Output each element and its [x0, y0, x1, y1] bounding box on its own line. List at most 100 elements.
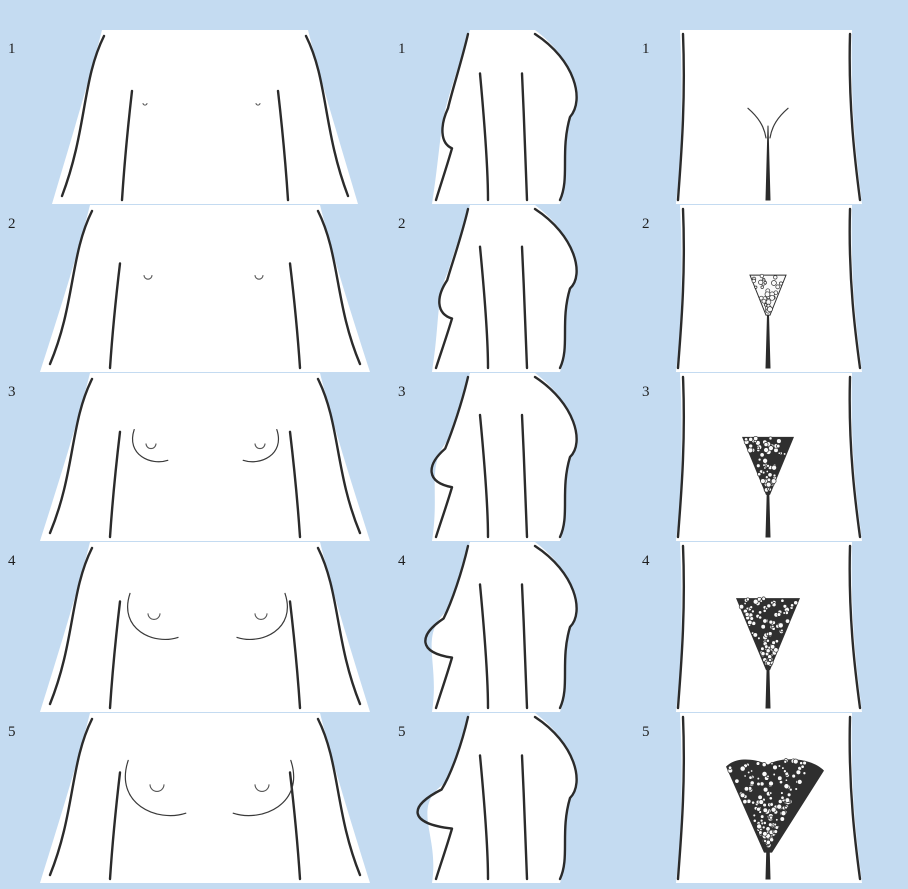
hair-curl — [768, 823, 772, 827]
hair-curl — [763, 832, 768, 837]
hair-curl — [767, 464, 770, 467]
breast-side-stage-label: 4 — [398, 554, 406, 569]
breast-front-stage-label: 5 — [8, 725, 16, 740]
hair-curl — [758, 795, 763, 800]
hair-curl — [767, 307, 772, 312]
hair-curl — [744, 602, 746, 604]
hair-curl — [748, 448, 753, 453]
hair-curl — [776, 285, 780, 289]
hair-curl — [762, 471, 765, 474]
hair-curl — [770, 803, 774, 807]
profile-fill — [432, 30, 577, 204]
hair-curl — [781, 599, 784, 602]
hair-curl — [761, 652, 765, 656]
torso-fill — [40, 205, 370, 372]
front-torso-stage — [52, 30, 358, 204]
hair-curl — [781, 629, 784, 632]
hair-curl — [769, 659, 772, 662]
side-profile-stage — [425, 542, 576, 712]
hair-curl — [777, 804, 782, 809]
hair-curl — [764, 448, 769, 453]
hair-curl — [776, 444, 780, 448]
hair-curl — [757, 824, 762, 829]
hair-curl — [782, 767, 785, 770]
hair-curl — [803, 772, 806, 775]
breast-front-stage-label: 4 — [8, 554, 16, 569]
hair-curl — [778, 765, 781, 768]
torso-fill — [40, 542, 370, 712]
hair-curl — [769, 437, 772, 440]
hair-curl — [763, 787, 768, 792]
pubic-hair-stage-label: 1 — [642, 42, 650, 57]
pubic-region-stage — [676, 542, 862, 712]
hair-curl — [740, 793, 745, 798]
hair-curl — [728, 766, 731, 769]
hair-curl — [766, 649, 770, 653]
hair-curl — [796, 770, 801, 775]
hair-curl — [780, 817, 785, 822]
hair-curl — [801, 765, 804, 768]
hair-curl — [750, 770, 752, 772]
torso-fill — [52, 30, 358, 204]
pubic-region-stage — [676, 205, 862, 372]
hair-curl — [768, 632, 772, 636]
hair-curl — [760, 819, 763, 822]
hair-curl — [758, 473, 761, 476]
hair-curl — [766, 827, 770, 831]
hair-curl — [745, 612, 749, 616]
hair-curl — [754, 436, 758, 440]
hair-curl — [769, 781, 774, 786]
hair-curl — [757, 777, 760, 780]
hair-curl — [778, 452, 780, 454]
hair-curl — [761, 624, 766, 629]
hair-curl — [757, 447, 760, 450]
hair-curl — [763, 458, 768, 463]
hair-curl — [772, 465, 777, 470]
hair-curl — [749, 437, 753, 441]
hair-curl — [771, 479, 776, 484]
hair-curl — [787, 793, 791, 797]
hair-curl — [755, 286, 757, 288]
hair-curl — [784, 760, 787, 763]
pubic-hair-stage-label: 4 — [642, 554, 650, 569]
pubic-region-stage — [676, 373, 862, 541]
hair-curl — [749, 776, 752, 779]
hair-curl — [757, 782, 761, 786]
hair-curl — [763, 808, 768, 813]
hair-curl — [768, 446, 773, 451]
hair-curl — [766, 639, 769, 642]
hair-curl — [753, 599, 758, 604]
hair-curl — [770, 295, 775, 300]
front-torso-stage — [40, 713, 370, 883]
breast-side-stage-label: 3 — [398, 385, 406, 400]
hair-curl — [763, 464, 766, 467]
hair-curl — [769, 816, 772, 819]
hair-curl — [790, 604, 793, 607]
front-torso-stage — [40, 542, 370, 712]
hair-curl — [771, 763, 773, 765]
hair-curl — [773, 765, 778, 770]
breast-side-stage-label: 2 — [398, 217, 406, 232]
hair-curl — [781, 811, 786, 816]
hair-curl — [758, 637, 761, 640]
hair-curl — [740, 766, 745, 771]
hair-curl — [778, 623, 783, 628]
hair-curl — [744, 775, 746, 777]
hair-curl — [771, 281, 776, 286]
hair-curl — [767, 775, 770, 778]
hair-curl — [775, 640, 778, 643]
hair-curl — [761, 647, 765, 651]
hair-curl — [774, 648, 779, 653]
hair-curl — [803, 761, 807, 765]
hair-curl — [759, 831, 763, 835]
side-profile-stage — [432, 30, 577, 204]
hair-curl — [765, 476, 768, 479]
hair-curl — [763, 821, 766, 824]
pubic-hair-stage-label: 5 — [642, 725, 650, 740]
hair-curl — [764, 840, 767, 843]
hair-curl — [800, 762, 803, 765]
hair-curl — [752, 279, 756, 283]
hair-curl — [794, 601, 798, 605]
